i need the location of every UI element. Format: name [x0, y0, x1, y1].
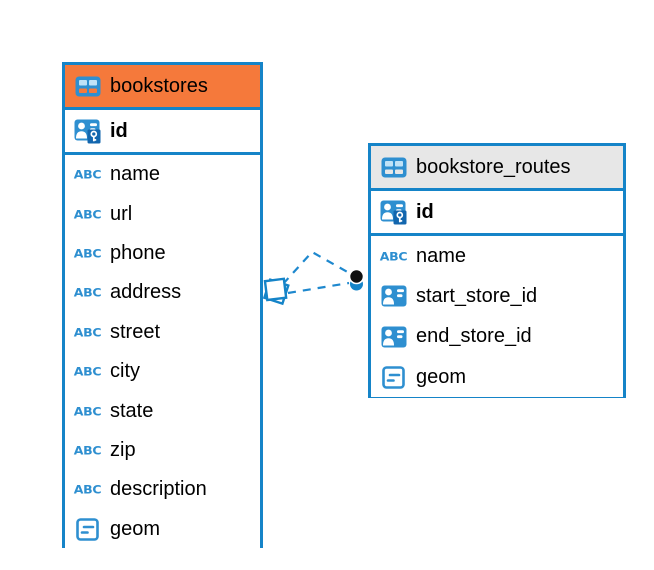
relation-line[interactable]	[287, 281, 350, 295]
column-row[interactable]: geom	[65, 509, 260, 549]
table-icon	[379, 157, 408, 178]
column-name: end_store_id	[416, 325, 532, 348]
column-name: state	[110, 399, 154, 422]
text-type-icon: ABC	[73, 207, 102, 221]
text-type-icon: ABC	[73, 285, 102, 300]
column-name: start_store_id	[416, 284, 538, 307]
table-bookstores-header[interactable]: bookstores	[65, 65, 260, 110]
column-row[interactable]: ABC phone	[65, 233, 260, 274]
text-type-icon: ABC	[73, 246, 102, 261]
column-row[interactable]: geom	[371, 356, 623, 398]
column-row[interactable]: ABC state	[65, 391, 260, 431]
table-bookstore-routes-header[interactable]: bookstore_routes	[371, 146, 623, 191]
table-title: bookstore_routes	[416, 155, 571, 178]
column-row[interactable]: end_store_id	[371, 316, 623, 357]
column-row[interactable]: ABC zip	[65, 430, 260, 471]
column-name: street	[110, 320, 161, 343]
foreign-key-icon	[379, 285, 408, 307]
column-name: geom	[110, 517, 161, 540]
text-type-icon: ABC	[73, 482, 102, 497]
text-type-icon: ABC	[73, 167, 102, 182]
relation-endpoint-dots[interactable]	[348, 268, 365, 291]
relation-line[interactable]	[282, 250, 352, 285]
column-row[interactable]: ABC street	[65, 312, 260, 352]
columns-list: ABC name ABC url ABC phone ABC address A…	[65, 155, 260, 549]
primary-key-icon	[379, 200, 408, 225]
column-row[interactable]: ABC name	[371, 236, 623, 277]
column-row-id[interactable]: id	[65, 110, 260, 155]
text-type-icon: ABC	[73, 364, 102, 379]
geometry-type-icon	[73, 517, 102, 541]
geometry-type-icon	[379, 365, 408, 389]
column-row[interactable]: ABC name	[65, 155, 260, 195]
column-row[interactable]: ABC description	[65, 470, 260, 510]
column-name: phone	[110, 241, 166, 264]
column-row[interactable]: ABC url	[65, 194, 260, 234]
column-name: id	[110, 119, 128, 142]
column-name: city	[110, 360, 140, 383]
column-row[interactable]: ABC address	[65, 273, 260, 313]
table-title: bookstores	[110, 74, 208, 97]
text-type-icon: ABC	[73, 325, 102, 340]
table-icon	[73, 76, 102, 97]
column-row[interactable]: ABC city	[65, 351, 260, 392]
column-name: name	[110, 163, 161, 186]
column-name: zip	[110, 438, 136, 461]
table-bookstores[interactable]: bookstores id ABC	[62, 62, 263, 549]
column-name: geom	[416, 365, 467, 388]
column-row[interactable]: start_store_id	[371, 276, 623, 317]
text-type-icon: ABC	[379, 249, 408, 264]
column-name: description	[110, 478, 207, 501]
text-type-icon: ABC	[73, 404, 102, 418]
column-name: url	[110, 202, 133, 225]
primary-key-icon	[73, 119, 102, 144]
relation-source-handle[interactable]	[262, 277, 290, 306]
text-type-icon: ABC	[73, 443, 102, 458]
foreign-key-icon	[379, 326, 408, 348]
column-row-id[interactable]: id	[371, 191, 623, 236]
columns-list: ABC name start_store_id	[371, 236, 623, 398]
column-name: name	[416, 244, 467, 267]
column-name: address	[110, 281, 182, 304]
column-name: id	[416, 200, 434, 223]
table-bookstore-routes[interactable]: bookstore_routes id ABC	[368, 143, 626, 398]
